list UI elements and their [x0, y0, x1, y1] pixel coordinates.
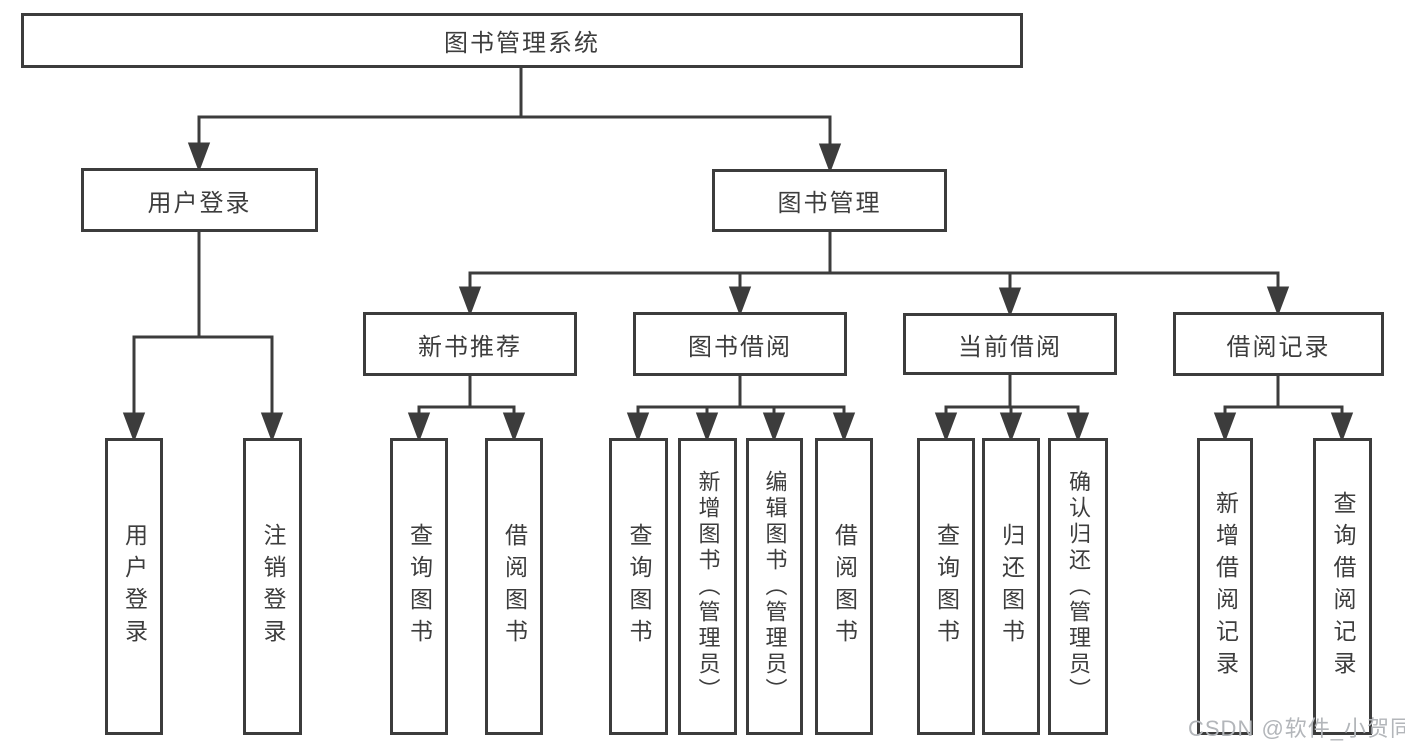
- node-current-borrow-label: 当前借阅: [958, 333, 1062, 361]
- leaf-edit-book-admin-label: 编辑图书（管理员）: [762, 469, 788, 704]
- leaf-logout-label: 注销登录: [260, 522, 286, 651]
- leaf-query-books-recommend: 查询图书: [390, 438, 448, 735]
- leaf-user-login-label: 用户登录: [121, 522, 148, 651]
- leaf-add-book-admin: 新增图书（管理员）: [678, 438, 737, 735]
- leaf-borrow-books: 借阅图书: [815, 438, 873, 735]
- leaf-borrow-books-label: 借阅图书: [831, 522, 858, 651]
- node-root-label: 图书管理系统: [444, 30, 600, 57]
- leaf-confirm-return-admin-label: 确认归还（管理员）: [1066, 469, 1091, 704]
- node-book-management: 图书管理: [712, 169, 947, 232]
- node-current-borrow: 当前借阅: [903, 313, 1117, 375]
- leaf-borrow-books-recommend-label: 借阅图书: [501, 522, 528, 651]
- leaf-query-borrow-record: 查询借阅记录: [1313, 438, 1372, 735]
- leaf-add-borrow-record: 新增借阅记录: [1197, 438, 1253, 735]
- node-new-book-recommend: 新书推荐: [363, 312, 577, 376]
- leaf-return-book-label: 归还图书: [998, 522, 1025, 651]
- node-user-login-label: 用户登录: [147, 189, 252, 217]
- leaf-query-borrow-record-label: 查询借阅记录: [1330, 490, 1356, 683]
- node-book-borrow-label: 图书借阅: [688, 333, 792, 361]
- leaf-query-books-current: 查询图书: [917, 438, 975, 735]
- csdn-watermark: CSDN @软件_小贺同学: [1188, 716, 1405, 741]
- leaf-add-book-admin-label: 新增图书（管理员）: [695, 469, 721, 704]
- node-user-login: 用户登录: [81, 168, 318, 232]
- leaf-query-books-borrow-label: 查询图书: [626, 522, 652, 651]
- leaf-return-book: 归还图书: [982, 438, 1040, 735]
- leaf-confirm-return-admin: 确认归还（管理员）: [1048, 438, 1108, 735]
- node-borrow-records: 借阅记录: [1173, 312, 1384, 376]
- node-book-borrow: 图书借阅: [633, 312, 847, 376]
- leaf-add-borrow-record-label: 新增借阅记录: [1212, 490, 1239, 683]
- leaf-query-books-recommend-label: 查询图书: [406, 522, 433, 651]
- leaf-query-books-borrow: 查询图书: [609, 438, 668, 735]
- node-new-book-recommend-label: 新书推荐: [418, 333, 522, 361]
- leaf-user-login: 用户登录: [105, 438, 163, 735]
- leaf-borrow-books-recommend: 借阅图书: [485, 438, 543, 735]
- leaf-edit-book-admin: 编辑图书（管理员）: [746, 438, 803, 735]
- node-book-management-label: 图书管理: [777, 190, 882, 217]
- leaf-logout: 注销登录: [243, 438, 302, 735]
- node-root: 图书管理系统: [21, 13, 1023, 68]
- leaf-query-books-current-label: 查询图书: [933, 522, 960, 651]
- node-borrow-records-label: 借阅记录: [1226, 333, 1331, 361]
